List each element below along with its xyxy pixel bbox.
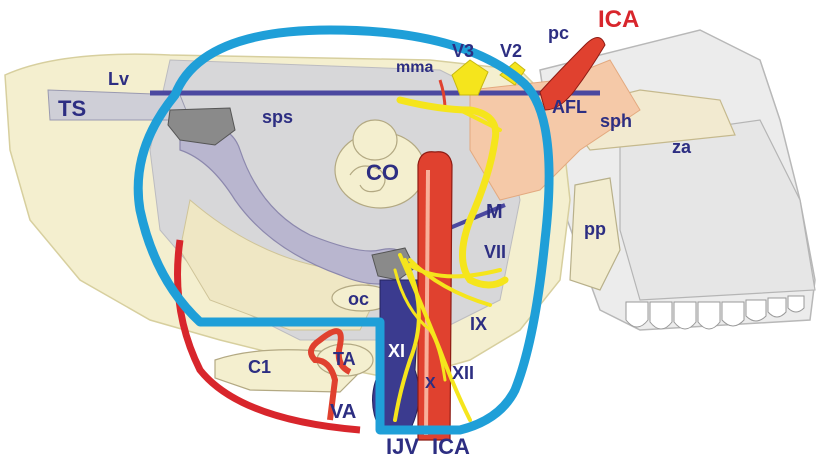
carotid-highlight xyxy=(426,170,428,435)
label-ica-bottom: ICA xyxy=(432,436,470,458)
label-pp: pp xyxy=(584,220,606,238)
label-oc: oc xyxy=(348,290,369,308)
label-lv: Lv xyxy=(108,70,129,88)
label-za: za xyxy=(672,138,691,156)
label-co: CO xyxy=(366,162,399,184)
label-v3: V3 xyxy=(452,42,474,60)
label-ts: TS xyxy=(58,98,86,120)
label-v2: V2 xyxy=(500,42,522,60)
label-ijv: IJV xyxy=(386,436,419,458)
label-va: VA xyxy=(330,402,356,422)
label-pc: pc xyxy=(548,24,569,42)
label-afl: AFL xyxy=(552,98,587,116)
label-vii: VII xyxy=(484,243,506,261)
label-m: M xyxy=(486,202,503,222)
internal-carotid-artery xyxy=(418,152,452,440)
label-sph: sph xyxy=(600,112,632,130)
label-xi: XI xyxy=(388,342,405,360)
label-x: X xyxy=(425,376,436,392)
label-sps: sps xyxy=(262,108,293,126)
label-xii: XII xyxy=(452,364,474,382)
label-ta: TA xyxy=(333,350,356,368)
label-ica-top: ICA xyxy=(598,8,639,32)
label-c1: C1 xyxy=(248,358,271,376)
label-ix: IX xyxy=(470,315,487,333)
label-mma: mma xyxy=(396,60,433,76)
